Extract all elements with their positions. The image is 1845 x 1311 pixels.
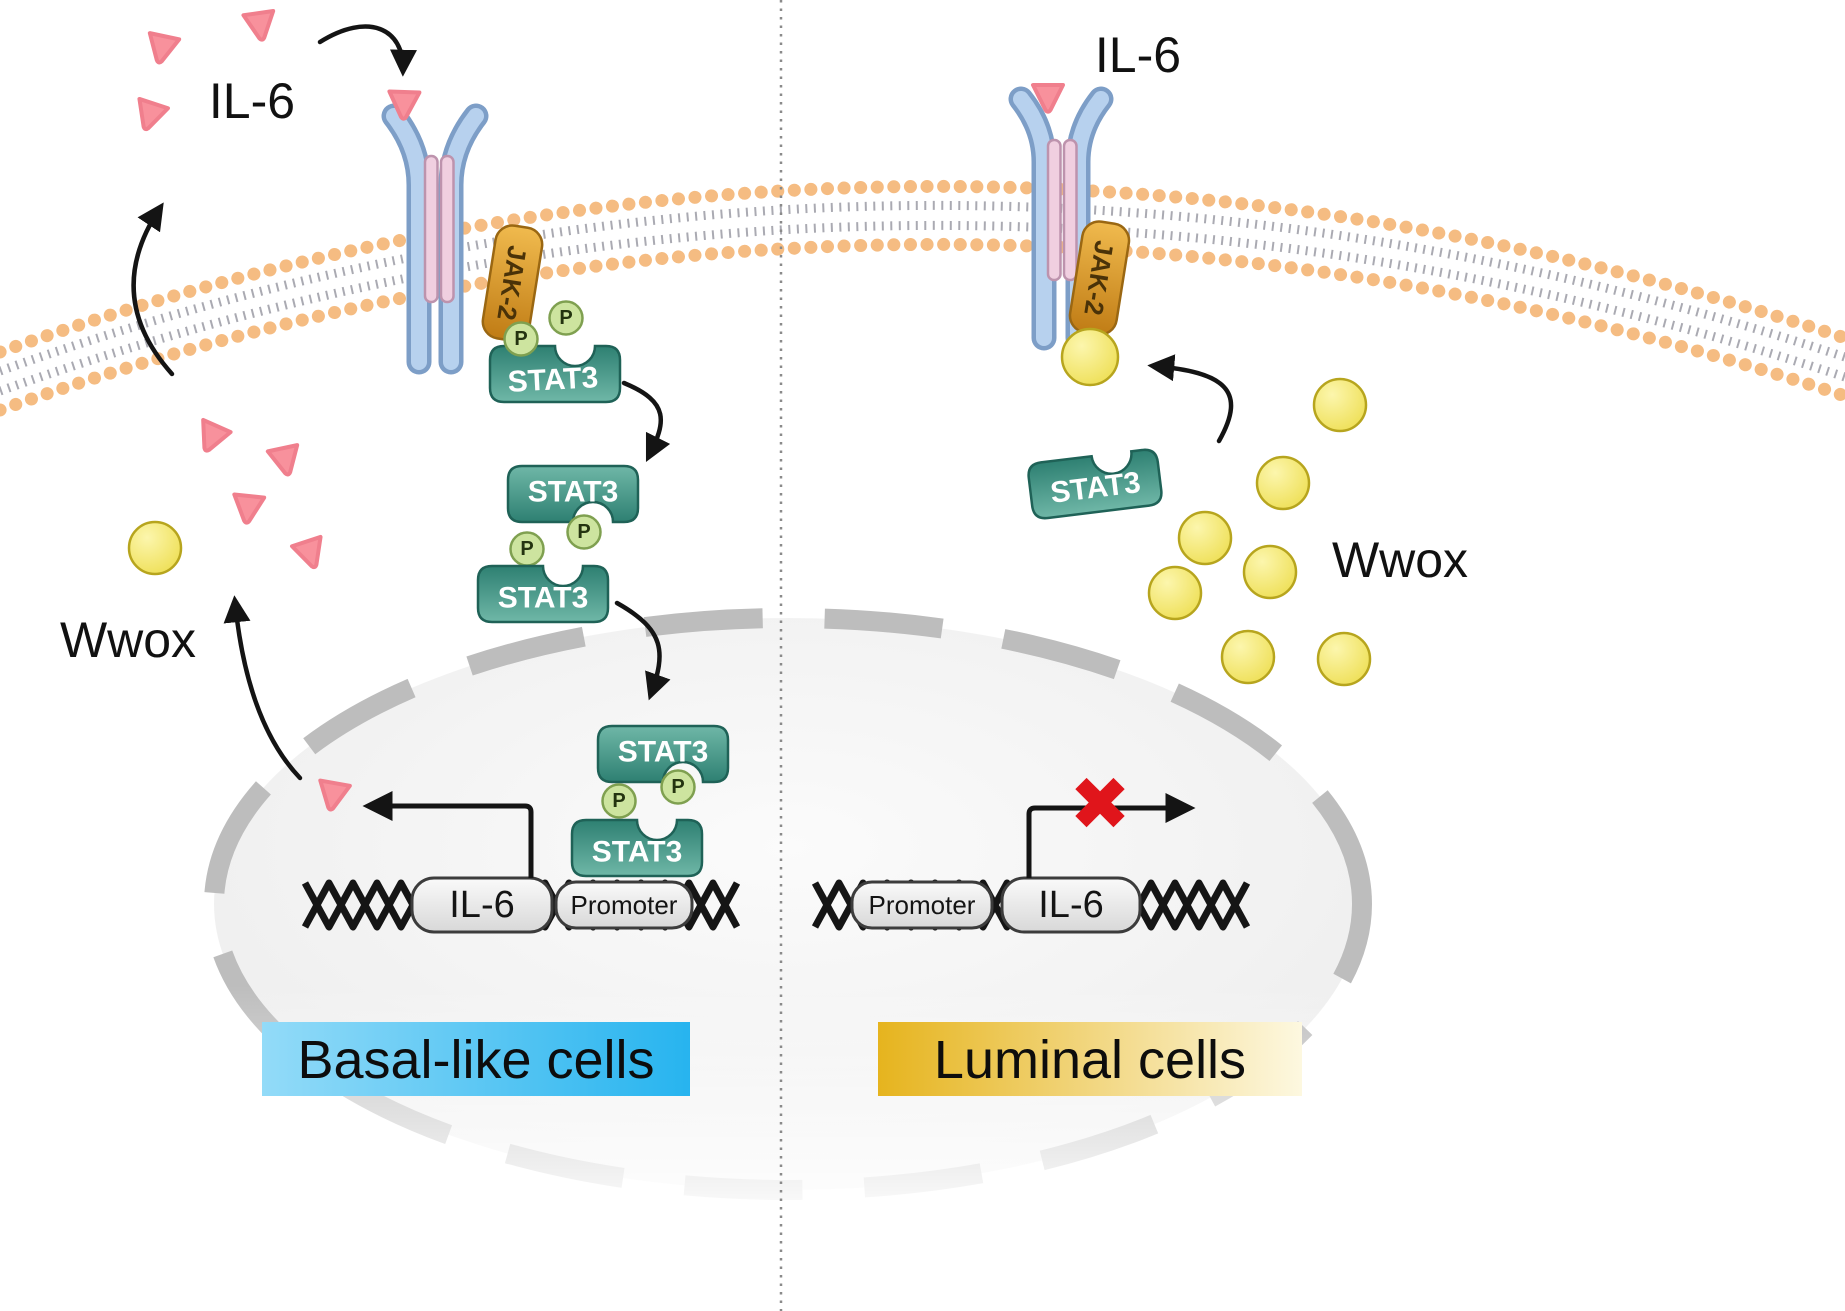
wwox-molecules [127, 377, 1372, 687]
phosphate-label: P [559, 307, 572, 329]
phosphate-badge: P [509, 531, 545, 567]
stat3-dimer-nucleus: STAT3 P P STAT3 [570, 724, 730, 878]
phosphate-label: P [577, 521, 590, 543]
arrow-il6-secretion [131, 202, 175, 377]
wwox-circle-icon [1177, 510, 1233, 566]
flow-arrows [131, 24, 1234, 781]
nucleus-bottom-fade [140, 985, 1450, 1225]
arrow-stat3-release [621, 380, 671, 463]
phosphate-label: P [671, 776, 684, 798]
phosphate-label: P [514, 328, 527, 350]
promoter-label: Promoter [869, 890, 976, 920]
il6-gene-box-right: IL-6 [1000, 876, 1142, 934]
jak2-right: JAK-2 [1068, 220, 1131, 336]
stat3-inactive-right: STAT3 [1025, 447, 1165, 521]
phosphate-badge: P [566, 514, 602, 550]
stat3-receptor-bound: STAT3 [488, 344, 622, 404]
wwox-label-left: Wwox [60, 612, 196, 668]
arrow-il6-export-from-nucleus [223, 595, 303, 781]
wwox-circle-icon [1147, 565, 1203, 621]
stat3-label: STAT3 [498, 582, 589, 615]
il6-triangle-icon [265, 443, 305, 480]
cell-membrane [0, 180, 1845, 417]
arrow-il6-to-receptor [317, 24, 417, 77]
membrane-tails-bottom [0, 221, 1845, 396]
il6-gene-box-left: IL-6 [410, 876, 554, 934]
phosphate-badge: P [660, 769, 696, 805]
wwox-label-right: Wwox [1332, 532, 1468, 588]
receptor-beta-chain-right [1070, 91, 1109, 346]
receptor-alpha-subunit [423, 154, 439, 304]
receptor-alpha-subunit [1062, 138, 1078, 282]
stat3-label: STAT3 [507, 361, 599, 399]
arrow-dimer-to-nucleus [614, 600, 671, 701]
phosphate-label: P [612, 790, 625, 812]
phosphate-badge: P [601, 783, 637, 819]
membrane-outer-heads [0, 180, 1845, 359]
promoter-box-left: Promoter [554, 880, 694, 930]
il6-triangle-icon [290, 534, 331, 574]
jak2-left: JAK-2 [481, 224, 544, 342]
promoter-label: Promoter [571, 890, 678, 920]
wwox-circle-icon [1312, 377, 1368, 433]
phosphate-label: P [520, 538, 533, 560]
blocked-transcription-x: ✖ [1069, 763, 1131, 846]
il6-receptor-left [381, 103, 489, 375]
wwox-circle-icon [1316, 631, 1372, 687]
receptor-beta-chain-left [1013, 91, 1052, 346]
il6-triangle-icon [142, 31, 182, 68]
membrane-tails-top [0, 201, 1845, 376]
wwox-bound-to-jak2 [1060, 327, 1120, 387]
stat3-dimer-cytoplasm: STAT3 P P STAT3 [476, 464, 640, 624]
transcription-arrow-left [362, 791, 534, 878]
il6-gene-label: IL-6 [1038, 884, 1103, 926]
phosphate-badge: P [548, 300, 584, 336]
il6-triangle-icon [241, 9, 279, 44]
receptor-beta-chain-left [386, 108, 427, 370]
il6-gene-label: IL-6 [449, 884, 514, 926]
il6-triangle-icon [190, 417, 233, 459]
transcription-arrow-right-blocked [1026, 793, 1196, 878]
membrane-inner-heads [0, 238, 1845, 417]
il6-label-left: IL-6 [209, 73, 295, 129]
wwox-circle-icon [1242, 544, 1298, 600]
il6-label-right: IL-6 [1095, 27, 1181, 83]
stat3-label: STAT3 [592, 836, 683, 869]
il6-receptor-right [1008, 86, 1114, 351]
luminal-cells-text: Luminal cells [934, 1030, 1246, 1090]
stat3-label: STAT3 [618, 736, 709, 769]
basal-cells-text: Basal-like cells [297, 1030, 654, 1090]
receptor-alpha-subunit [439, 154, 455, 304]
arrow-wwox-to-jak2 [1147, 354, 1234, 444]
basal-cells-label: Basal-like cells [262, 1022, 690, 1096]
stat3-label: STAT3 [528, 476, 619, 509]
phosphate-badge: P [503, 321, 539, 357]
wwox-circle-icon [1255, 455, 1311, 511]
il6-triangle-icon [129, 96, 170, 136]
il6-triangle-icon [229, 492, 267, 527]
wwox-circle-icon [127, 520, 183, 576]
promoter-box-right: Promoter [850, 880, 994, 930]
receptor-alpha-subunit [1046, 138, 1062, 282]
luminal-cells-label: Luminal cells [878, 1022, 1302, 1096]
wwox-circle-icon [1220, 629, 1276, 685]
